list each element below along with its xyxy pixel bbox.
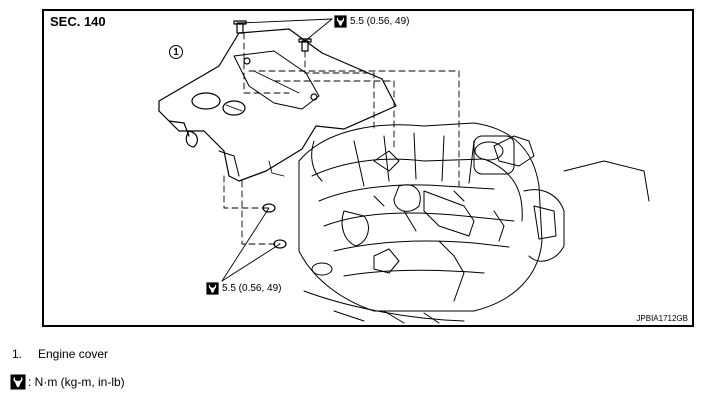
legend-item-number: 1. [12,347,23,361]
engine-cover-drawing [158,28,397,182]
top-leaders [239,18,460,187]
torque-wrench-icon [10,374,26,390]
torque-value-bottom: 5.5 (0.56, 49) [222,283,282,294]
units-legend: : N·m (kg-m, in-lb) [10,374,125,390]
section-label: SEC. 140 [50,14,106,29]
engine-body-drawing [298,122,650,324]
torque-wrench-icon [334,15,347,28]
torque-spec-top: 5.5 (0.56, 49) [334,15,409,28]
torque-value-top: 5.5 (0.56, 49) [350,16,410,27]
part-callout-1: 1 [169,45,183,59]
units-text: : N·m (kg-m, in-lb) [28,375,125,389]
legend-item-label: Engine cover [38,347,109,361]
diagram-frame: SEC. 140 [42,9,694,327]
legend-item: 1. Engine cover [12,347,108,361]
engine-diagram [158,18,650,324]
torque-wrench-icon [206,282,219,295]
bottom-bolts [221,175,287,282]
figure-code: JPBIA1712GB [636,314,688,323]
torque-spec-bottom: 5.5 (0.56, 49) [206,282,281,295]
